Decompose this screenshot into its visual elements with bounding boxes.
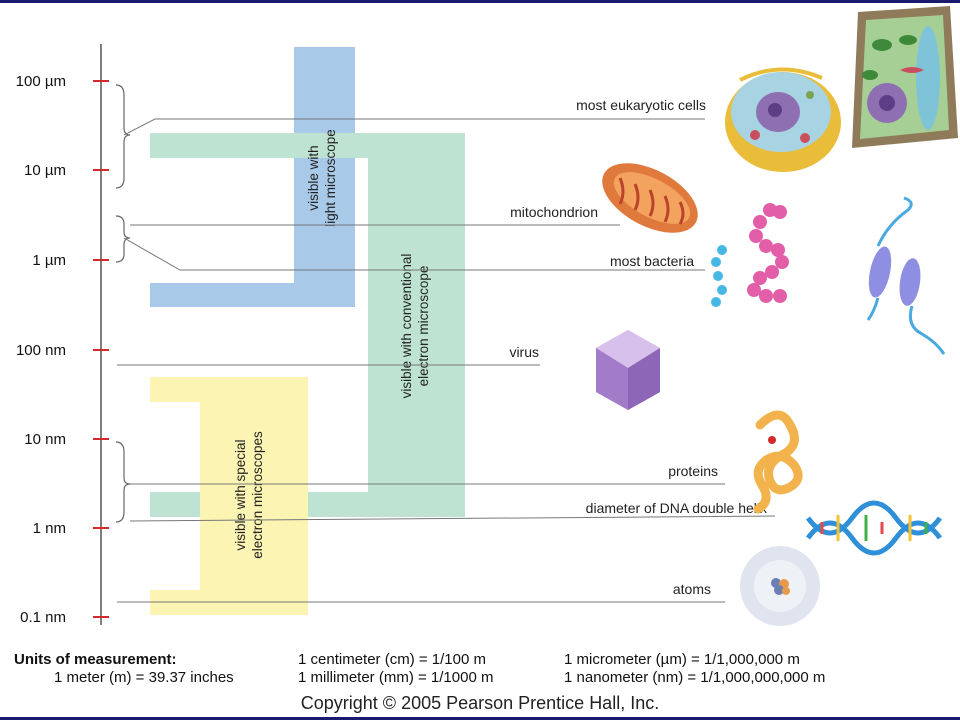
label-bacteria: most bacteria xyxy=(610,253,694,269)
virus-icon xyxy=(596,330,660,410)
copyright-notice: Copyright © 2005 Pearson Prentice Hall, … xyxy=(300,693,660,713)
unit-meter: 1 meter (m) = 39.37 inches xyxy=(54,669,234,686)
light-band-label-2: light microscope xyxy=(323,129,338,227)
brace-eukaryotic xyxy=(115,84,131,189)
scale-label-100nm: 100 nm xyxy=(16,342,66,359)
leader-bacteria-a xyxy=(123,237,705,271)
unit-centimeter: 1 centimeter (cm) = 1/100 m xyxy=(298,651,486,668)
units-title: Units of measurement: xyxy=(14,651,177,668)
dna-helix-icon xyxy=(805,500,943,556)
label-eukaryotic: most eukaryotic cells xyxy=(576,97,706,113)
atom-icon xyxy=(740,546,820,626)
brace-bacteria xyxy=(115,215,131,263)
scale-label-1um: 1 µm xyxy=(32,252,66,269)
animal-cell-icon xyxy=(725,67,841,172)
light-band-label-1: visible with xyxy=(306,145,321,210)
label-virus: virus xyxy=(509,344,539,360)
brace-proteins xyxy=(115,441,131,523)
plant-cell-icon xyxy=(852,6,958,148)
special-band-label-1: visible with special xyxy=(233,439,248,550)
leader-dna xyxy=(129,515,776,522)
label-dna: diameter of DNA double helix xyxy=(586,500,767,516)
unit-millimeter: 1 millimeter (mm) = 1/1000 m xyxy=(298,669,494,686)
mitochondrion-icon xyxy=(602,163,698,233)
label-proteins: proteins xyxy=(668,463,718,479)
scale-label-100um: 100 µm xyxy=(16,73,66,90)
leader-eukaryotic xyxy=(123,118,705,136)
conventional-em-band xyxy=(150,133,465,517)
top-border xyxy=(0,0,960,3)
scale-label-0.1nm: 0.1 nm xyxy=(20,609,66,626)
leader-lines xyxy=(117,118,776,603)
light-microscope-band xyxy=(150,47,355,307)
unit-nanometer: 1 nanometer (nm) = 1/1,000,000,000 m xyxy=(564,669,826,686)
special-band-label-2: electron microscopes xyxy=(250,431,265,559)
scale-label-1nm: 1 nm xyxy=(33,520,66,537)
units-of-measurement: Units of measurement: 1 meter (m) = 39.3… xyxy=(14,651,954,691)
scale-ticks xyxy=(93,80,109,618)
conv-band-label-2: electron microscope xyxy=(416,266,431,387)
protein-icon xyxy=(753,410,803,514)
label-mitochondrion: mitochondrion xyxy=(510,204,598,220)
scale-label-10nm: 10 nm xyxy=(24,431,66,448)
unit-micrometer: 1 micrometer (µm) = 1/1,000,000 m xyxy=(564,651,800,668)
scale-label-10um: 10 µm xyxy=(24,162,66,179)
label-atoms: atoms xyxy=(673,581,711,597)
size-scale-diagram: visible with light microscope visible wi… xyxy=(16,6,958,626)
bottom-border xyxy=(0,717,960,720)
bacteria-icon xyxy=(711,196,946,355)
range-braces xyxy=(115,84,131,523)
special-em-band xyxy=(150,377,308,615)
conv-band-label-1: visible with conventional xyxy=(399,254,414,399)
